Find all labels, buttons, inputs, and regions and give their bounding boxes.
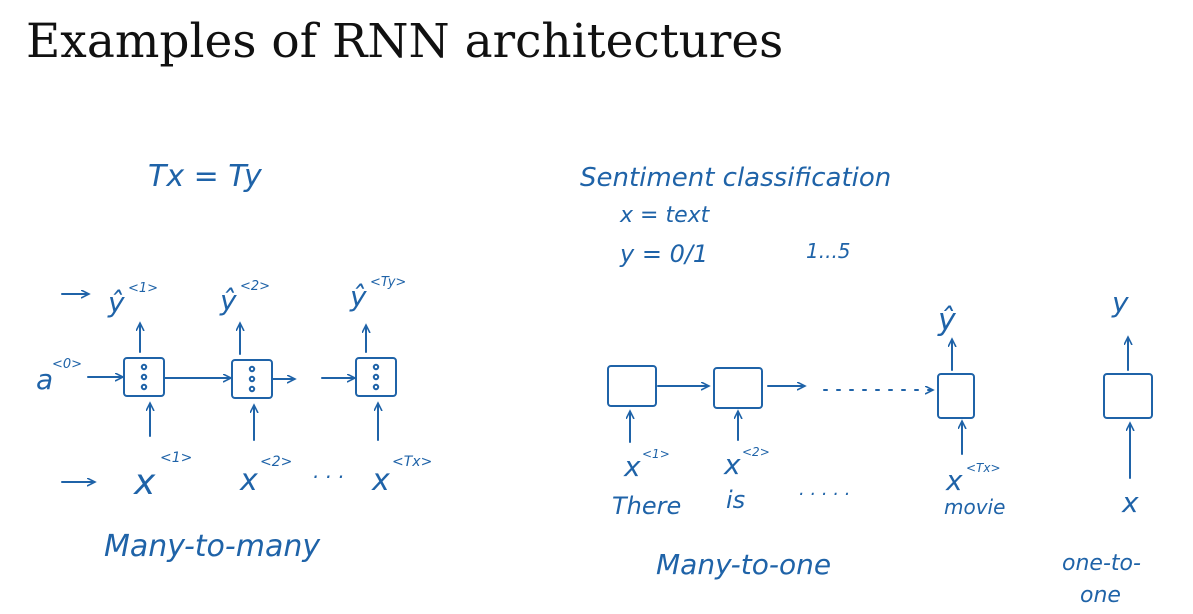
oo-label-line1: one-to-	[1062, 551, 1141, 576]
oo-label-line2: one	[1080, 583, 1121, 608]
sentiment-heading: Sentiment classification	[580, 163, 891, 193]
mm-cell-2-unit	[248, 385, 256, 393]
mm-output-2-sup: <2>	[240, 279, 270, 294]
mm-input-2-sup: <2>	[260, 454, 292, 470]
oo-input: x	[1121, 486, 1139, 519]
mo-input-2: x	[723, 448, 741, 481]
mo-input-2-sup: <2>	[742, 445, 770, 459]
mm-output-1-sup: <1>	[128, 281, 158, 296]
mo-word-1: There	[612, 492, 681, 520]
mo-word-2: is	[726, 486, 745, 514]
mo-dots: · · · · ·	[798, 484, 850, 505]
oo-output: y	[1111, 286, 1129, 319]
mm-cell-1-unit	[140, 383, 148, 391]
mm-cell-3-unit	[372, 373, 380, 381]
mo-cell-2	[713, 367, 763, 409]
sentiment-y-range: 1...5	[806, 239, 851, 263]
mm-output-3: ŷ	[349, 280, 367, 313]
mm-cell-1-unit	[140, 373, 148, 381]
mo-cell-1	[607, 365, 657, 407]
mo-input-3-sup: <Tx>	[966, 461, 1001, 475]
mo-word-3: movie	[944, 495, 1005, 519]
mm-output-3-sup: <Ty>	[370, 275, 406, 290]
mm-cell-1-unit	[140, 363, 148, 371]
mo-input-1-sup: <1>	[642, 447, 670, 461]
mo-input-1: x	[623, 450, 641, 483]
mm-input-1-sup: <1>	[160, 450, 192, 466]
mm-cell-2	[231, 359, 273, 399]
mo-input-3: x	[945, 464, 963, 497]
mo-label: Many-to-one	[656, 548, 831, 581]
mm-input-1: x	[133, 462, 156, 503]
mm-cell-3-unit	[372, 383, 380, 391]
mm-condition: Tx = Ty	[148, 159, 263, 194]
mm-activation-sup: <0>	[52, 357, 82, 372]
mm-cell-3-unit	[372, 363, 380, 371]
mm-input-3-sup: <Tx>	[392, 454, 432, 470]
mm-label: Many-to-many	[104, 529, 321, 564]
mm-activation: a	[36, 363, 53, 396]
mm-output-2: ŷ	[219, 284, 237, 317]
mo-cell-3	[937, 373, 975, 419]
sentiment-y-line: y = 0/1	[619, 240, 708, 268]
oo-cell	[1103, 373, 1153, 419]
mm-cell-3	[355, 357, 397, 397]
sentiment-x-line: x = text	[619, 203, 711, 228]
mm-cell-2-unit	[248, 365, 256, 373]
mm-output-1: ŷ	[107, 286, 125, 319]
mm-input-2: x	[239, 463, 258, 498]
mm-cell-2-unit	[248, 375, 256, 383]
mo-output: ŷ	[937, 303, 957, 338]
mm-ellipsis: · · ·	[312, 465, 344, 489]
mm-cell-1	[123, 357, 165, 397]
slide-title: Examples of RNN architectures	[26, 14, 784, 69]
mm-input-3: x	[371, 463, 390, 498]
